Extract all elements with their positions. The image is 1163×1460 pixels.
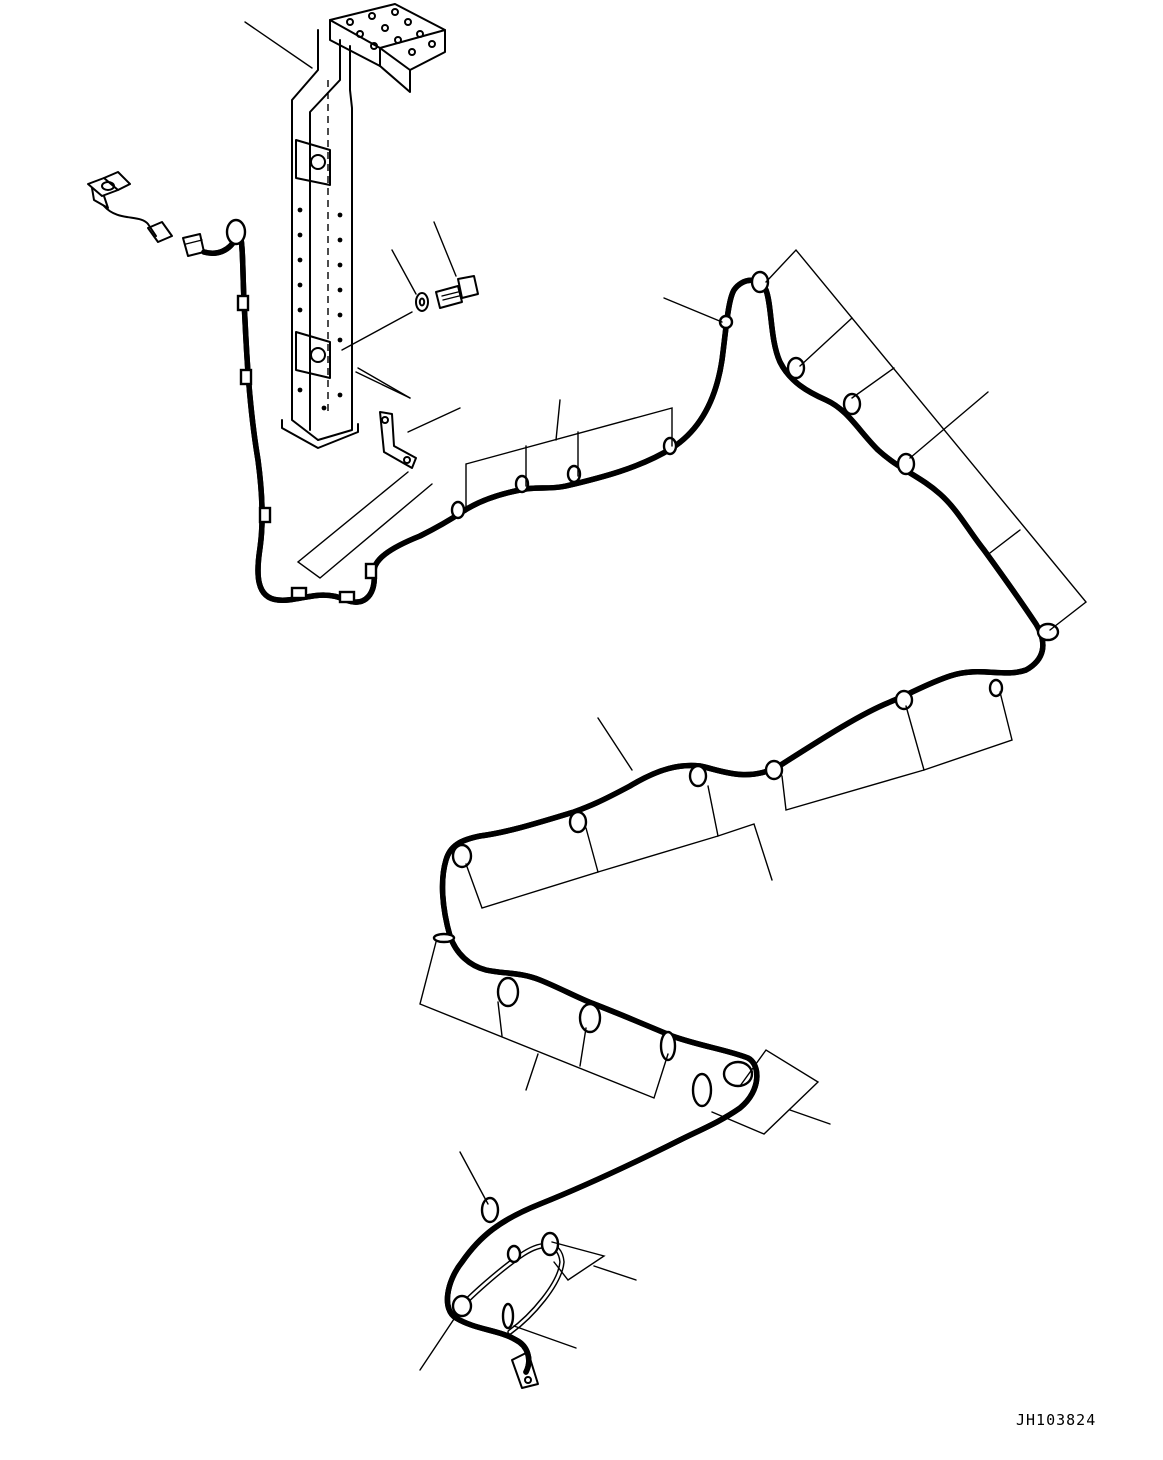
connector-icon [87,171,205,257]
leader-lines [419,248,1087,1371]
mounting-bracket [244,3,446,449]
harness-clip-icon [225,218,1060,1330]
washer-icon [391,249,429,312]
drawing-id-code: JH103824 [1016,1411,1097,1429]
wiring-harness [201,225,1043,1389]
bolt-icon [433,221,479,309]
harness-bracket [355,371,461,469]
